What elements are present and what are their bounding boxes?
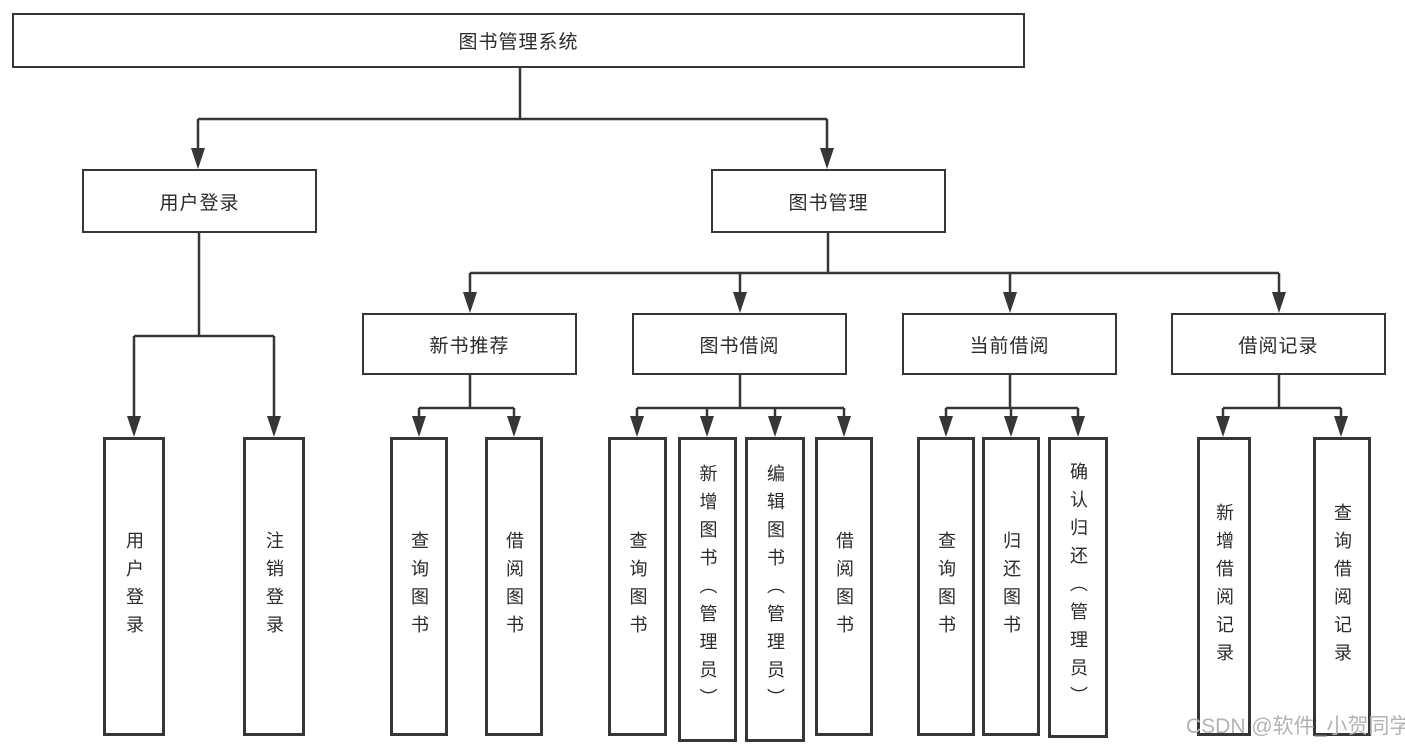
- node-user-login-label: 用户登录: [159, 192, 240, 214]
- leaf-logout-label: 注销登录: [264, 530, 284, 643]
- arrow-down-icon: [630, 416, 644, 437]
- arrow-down-icon: [127, 416, 141, 437]
- connector-records-to-leaves: [1221, 375, 1343, 433]
- connector-group: [132, 68, 1343, 433]
- node-root-label: 图书管理系统: [458, 32, 579, 53]
- leaf-add-borrow-record-label: 新增借阅记录: [1214, 502, 1234, 671]
- node-new-book-rec: 新书推荐: [362, 313, 577, 375]
- leaf-logout: 注销登录: [243, 437, 305, 736]
- leaf-edit-book-admin-label: 编辑图书（管理员）: [765, 463, 785, 716]
- arrow-down-icon: [1272, 292, 1286, 313]
- leaf-query-book-rec-label: 查询图书: [409, 530, 429, 643]
- leaf-query-book-current-label: 查询图书: [936, 530, 956, 643]
- leaf-user-login: 用户登录: [103, 437, 165, 736]
- leaf-query-book-rec: 查询图书: [390, 437, 448, 736]
- arrow-down-icon: [1216, 416, 1230, 437]
- connector-root-to-level2: [196, 68, 829, 165]
- connector-borrow-to-leaves: [635, 375, 846, 433]
- arrow-down-icon: [1334, 416, 1348, 437]
- leaf-query-book-borrow: 查询图书: [608, 437, 667, 736]
- leaf-add-book-admin-label: 新增图书（管理员）: [697, 463, 718, 716]
- node-book-mgmt-label: 图书管理: [788, 192, 869, 214]
- arrow-down-icon: [507, 416, 521, 437]
- csdn-watermark: CSDN @软件_小贺同学: [1186, 715, 1405, 738]
- node-borrow-records-label: 借阅记录: [1238, 335, 1319, 357]
- leaf-confirm-return-admin: 确认归还（管理员）: [1048, 437, 1108, 738]
- leaf-query-borrow-record: 查询借阅记录: [1313, 437, 1371, 736]
- arrow-down-icon: [733, 292, 747, 313]
- connector-userlogin-to-leaves: [132, 233, 276, 433]
- node-current-borrow-label: 当前借阅: [969, 335, 1050, 357]
- leaf-edit-book-admin: 编辑图书（管理员）: [745, 437, 805, 742]
- arrow-down-icon: [820, 148, 834, 169]
- leaf-query-borrow-record-label: 查询借阅记录: [1332, 502, 1352, 671]
- node-borrow-records: 借阅记录: [1171, 313, 1386, 375]
- leaf-user-login-label: 用户登录: [124, 530, 144, 643]
- arrow-down-icon: [191, 148, 205, 169]
- arrow-down-icon: [1003, 292, 1017, 313]
- arrow-down-icon: [1004, 416, 1018, 437]
- node-current-borrow: 当前借阅: [902, 313, 1117, 375]
- leaf-return-book: 归还图书: [982, 437, 1040, 736]
- arrow-down-icon: [837, 416, 851, 437]
- connector-bookmgmt-to-level3: [468, 233, 1281, 309]
- leaf-confirm-return-admin-label: 确认归还（管理员）: [1068, 461, 1088, 714]
- node-new-book-rec-label: 新书推荐: [429, 335, 510, 357]
- arrow-down-icon: [463, 292, 477, 313]
- leaf-query-book-current: 查询图书: [917, 437, 975, 736]
- leaf-add-borrow-record: 新增借阅记录: [1197, 437, 1251, 736]
- leaf-borrow-book-rec-label: 借阅图书: [504, 530, 524, 643]
- arrow-down-icon: [700, 416, 714, 437]
- node-root: 图书管理系统: [12, 13, 1025, 68]
- arrowheads-group: [127, 148, 1348, 437]
- arrow-down-icon: [267, 416, 281, 437]
- leaf-query-book-borrow-label: 查询图书: [627, 530, 648, 643]
- arrow-down-icon: [939, 416, 953, 437]
- node-book-borrow-label: 图书借阅: [699, 335, 780, 357]
- leaf-borrow-book-label: 借阅图书: [834, 530, 854, 643]
- node-user-login: 用户登录: [82, 169, 317, 233]
- leaf-add-book-admin: 新增图书（管理员）: [678, 437, 737, 742]
- connector-newrec-to-leaves: [417, 375, 516, 433]
- node-book-borrow: 图书借阅: [632, 313, 847, 375]
- arrow-down-icon: [1071, 416, 1085, 437]
- leaf-borrow-book: 借阅图书: [815, 437, 873, 736]
- arrow-down-icon: [412, 416, 426, 437]
- node-book-mgmt: 图书管理: [711, 169, 946, 233]
- arrow-down-icon: [768, 416, 782, 437]
- leaf-borrow-book-rec: 借阅图书: [485, 437, 543, 736]
- leaf-return-book-label: 归还图书: [1001, 530, 1021, 643]
